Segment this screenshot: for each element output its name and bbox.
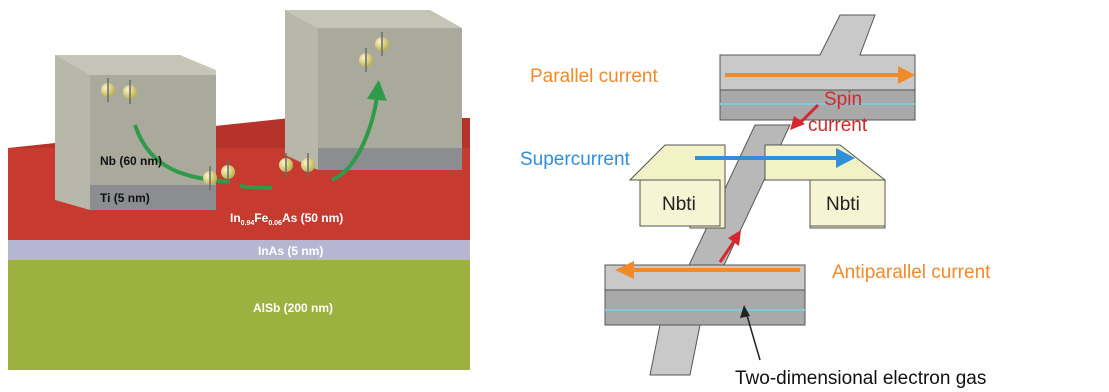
label-alsb: AlSb (200 nm) (253, 301, 333, 315)
label-nbti-left: Nbti (662, 194, 696, 215)
label-inas: InAs (5 nm) (258, 244, 323, 258)
label-nb: Nb (60 nm) (100, 154, 162, 168)
nbti-left-box (639, 179, 721, 227)
nb-right-side (285, 10, 318, 170)
label-ti: Ti (5 nm) (100, 191, 150, 205)
electron-gas-pointer (745, 311, 761, 361)
label-ferromagnet: In0.94Fe0.06As (50 nm) (230, 211, 343, 227)
label-current: current (808, 115, 868, 136)
inas-layer (8, 238, 470, 260)
label-electron-gas: Two-dimensional electron gas (735, 368, 986, 389)
nb-right-front (318, 28, 462, 148)
alsb-layer (8, 258, 470, 370)
nb-right-top-face (285, 10, 462, 28)
electron-spins (101, 32, 389, 190)
label-parallel-current: Parallel current (530, 66, 658, 87)
label-supercurrent: Supercurrent (520, 149, 631, 170)
label-nbti-right: Nbti (826, 194, 860, 215)
nbti-right-box (809, 179, 886, 227)
ti-left-layer (90, 185, 216, 210)
device-diagram: Parallel current Spin current Supercurre… (520, 14, 991, 389)
heterostructure-diagram: Nb (60 nm) Ti (5 nm) In0.94Fe0.06As (50 … (8, 10, 470, 370)
ti-right-layer (318, 148, 462, 170)
label-antiparallel-current: Antiparallel current (832, 262, 991, 283)
bottom-cross-front (604, 289, 806, 326)
nb-left-side (55, 55, 90, 210)
spin-current-arrow-bottom (718, 239, 737, 263)
nb-left-top-face (55, 55, 216, 75)
label-spin: Spin (824, 89, 862, 110)
